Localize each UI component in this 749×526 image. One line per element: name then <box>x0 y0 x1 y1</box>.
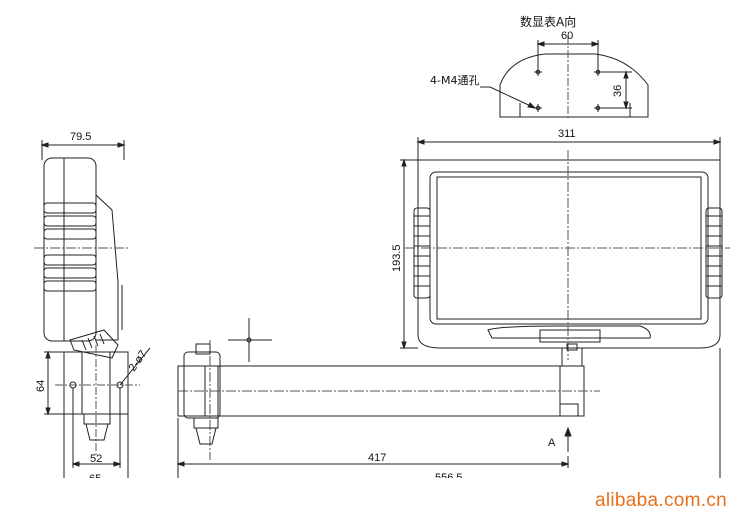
side-nut <box>83 413 111 425</box>
dim-view-a-width: 60 <box>561 30 573 42</box>
side-housing <box>43 157 97 342</box>
hole-note: 4-M4通孔 <box>430 74 479 87</box>
pivot-note: 2-ø7 <box>127 348 150 373</box>
view-a-group: 数显表A向 60 36 4-M4通孔 <box>430 14 649 120</box>
dim-mount-height: 64 <box>35 380 47 392</box>
monitor-bottom-bar <box>487 325 651 339</box>
side-ribs <box>43 202 97 292</box>
side-back-cover <box>95 194 119 341</box>
monitor-bezel <box>417 159 721 349</box>
side-hinge <box>69 329 119 359</box>
support-post <box>561 347 583 367</box>
monitor-grip-right <box>705 207 723 299</box>
view-a-holes <box>534 68 602 112</box>
dim-mount-inner: 52 <box>90 453 102 465</box>
dim-view-a-height: 36 <box>612 85 624 97</box>
view-a-arrow-label: A <box>548 437 556 449</box>
monitor-grip-left <box>413 207 431 299</box>
watermark: alibaba.com.cn <box>595 490 727 511</box>
hole-note-leader <box>480 86 536 109</box>
pivot-note-leader <box>119 347 151 386</box>
view-a-title: 数显表A向 <box>520 14 576 29</box>
arm-nut <box>193 417 219 429</box>
reference-crosshair <box>228 318 272 362</box>
arm-pivot-block <box>183 351 221 419</box>
view-a-outline <box>499 53 649 118</box>
dim-screen-height: 193.5 <box>391 244 403 272</box>
dim-side-depth: 79.5 <box>70 131 91 143</box>
watermark-bar: alibaba.com.cn <box>0 478 749 526</box>
side-view-group: 79.5 2-ø7 <box>34 131 151 490</box>
arm-foot <box>559 403 579 417</box>
dim-arm-length: 417 <box>368 452 386 464</box>
front-view-group: 311 193.5 <box>176 128 730 490</box>
dim-screen-width: 311 <box>558 128 576 140</box>
